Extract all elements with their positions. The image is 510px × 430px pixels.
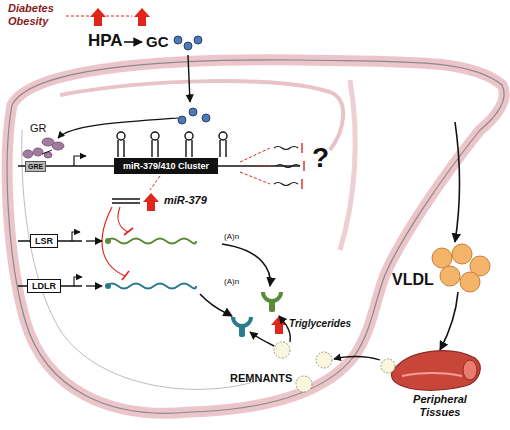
polya-label: (A)n [224, 277, 239, 286]
node-text: miR-379/410 Cluster [123, 161, 209, 171]
lipoprotein-label: VLDL [392, 271, 434, 289]
question-mark: ? [312, 142, 329, 174]
node-text: GRE [28, 163, 43, 170]
polya-label: (A)n [224, 232, 239, 241]
remnant-label: REMNANTS [230, 372, 292, 385]
microrna-label: miR-379 [164, 194, 207, 207]
gene-cluster-box: miR-379/410 Cluster [114, 158, 218, 174]
receptor-label: GR [30, 122, 47, 135]
lipid-label: Triglycerides [289, 318, 351, 330]
gene-box: LSR [30, 234, 58, 248]
hormone-label: GC [146, 33, 169, 50]
condition-label: Diabetes Obesity [8, 2, 66, 27]
response-element-box: GRE [25, 161, 46, 172]
node-text: LSR [35, 236, 53, 246]
gene-box: LDLR [27, 279, 61, 293]
node-text: LDLR [32, 281, 56, 291]
tissue-label: Peripheral Tissues [400, 393, 480, 418]
axis-label: HPA [88, 31, 123, 51]
